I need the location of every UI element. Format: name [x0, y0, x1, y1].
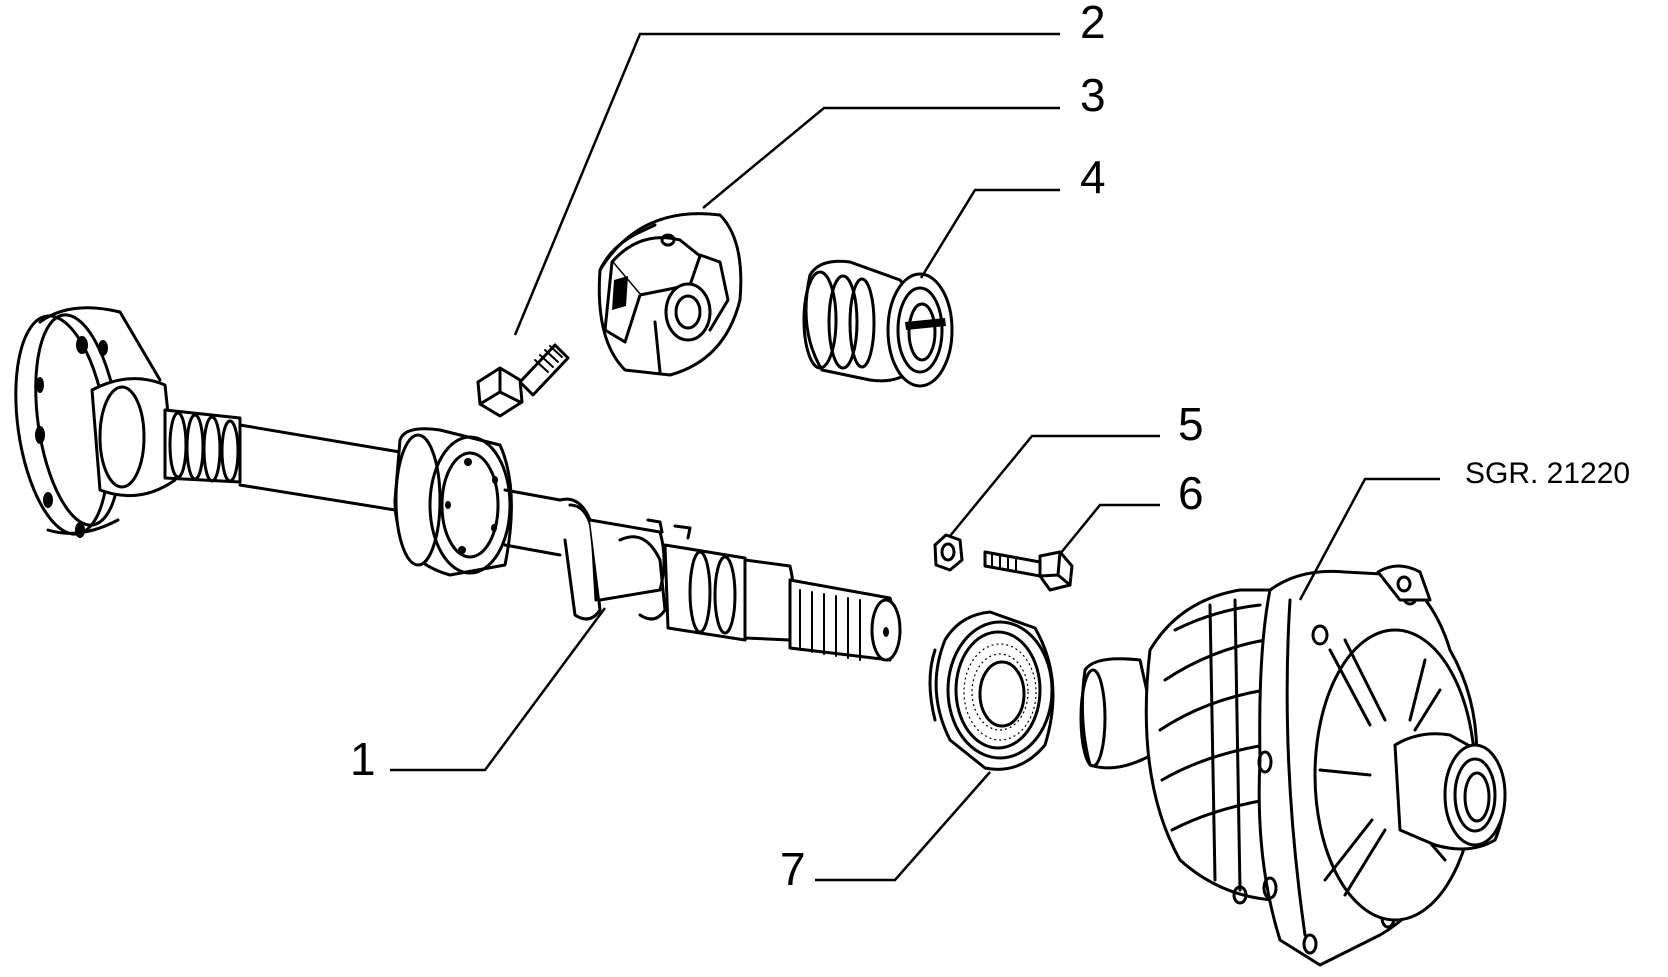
leader-2: [513, 32, 1060, 336]
callout-6: 6: [1178, 467, 1204, 519]
leader-3: [702, 106, 1060, 209]
leader-7: [815, 771, 991, 882]
leader-4: [919, 188, 1060, 279]
part-bushing-4: [802, 259, 954, 388]
leader-5: [949, 434, 1160, 537]
callout-3: 3: [1080, 69, 1106, 121]
callout-2: 2: [1080, 0, 1106, 48]
part-screw-6: [983, 550, 1074, 592]
callout-4: 4: [1080, 151, 1106, 203]
leader-1: [390, 607, 607, 772]
part-differential-housing: [1079, 564, 1507, 967]
callout-5: 5: [1178, 398, 1204, 450]
part-housing-3: [597, 212, 743, 377]
part-seal-7: [928, 610, 1055, 771]
callout-7: 7: [780, 843, 806, 895]
part-axle-shaft: [14, 306, 902, 662]
part-bolt-2: [476, 343, 570, 418]
leader-ref: [1298, 477, 1440, 601]
reference-code: SGR. 21220: [1465, 457, 1630, 490]
callout-1: 1: [350, 733, 376, 785]
callout-labels: 1 2 3 4 5 6 7 SGR. 21220: [350, 0, 1630, 895]
leader-6: [1059, 503, 1160, 555]
leader-lines: [390, 32, 1440, 882]
part-nut-5: [933, 533, 964, 572]
